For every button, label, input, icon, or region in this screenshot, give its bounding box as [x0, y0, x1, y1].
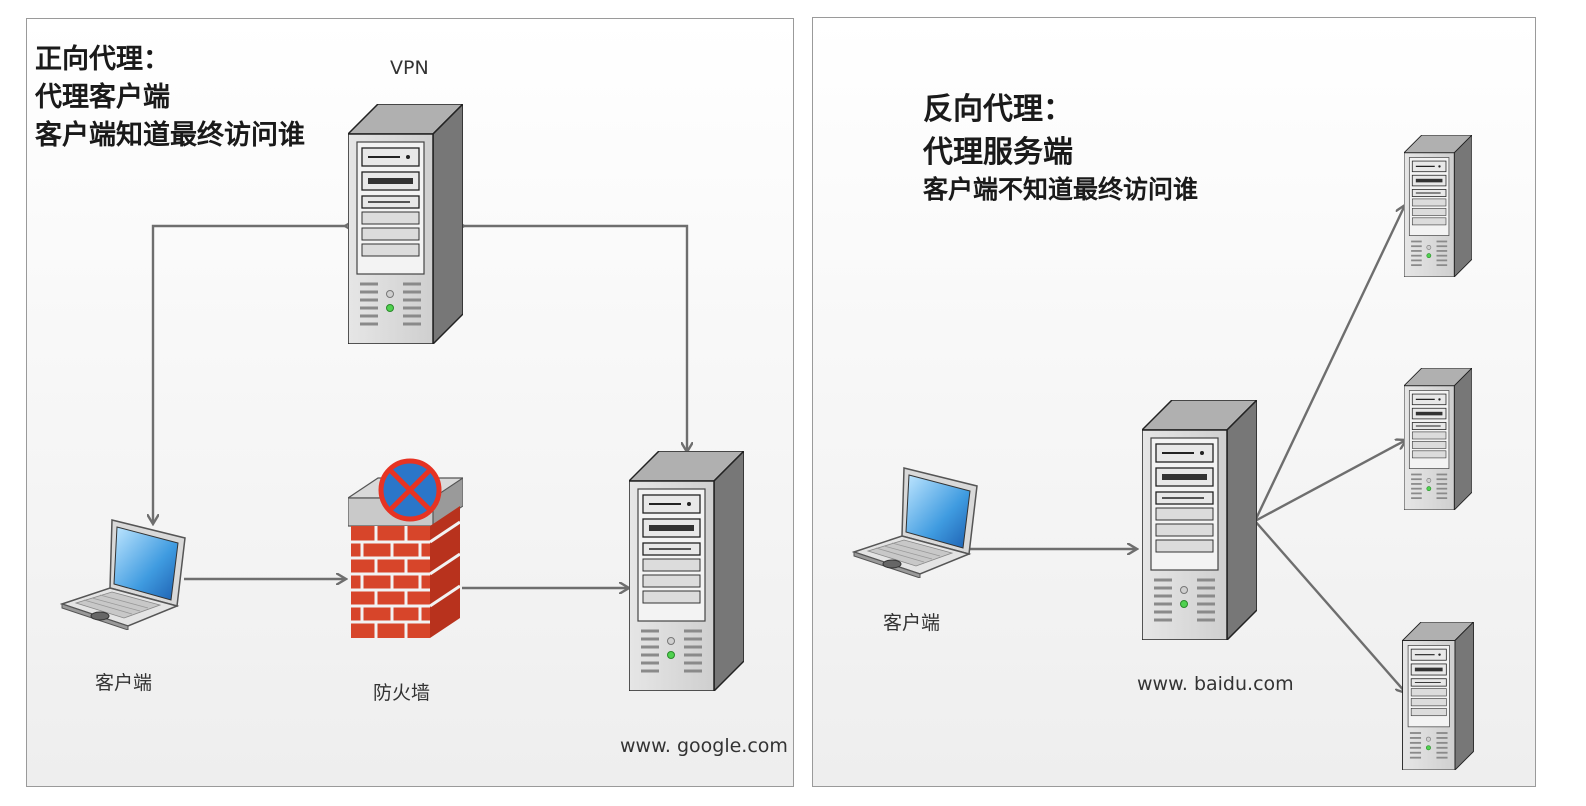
laptop-icon	[61, 519, 186, 630]
server-icon	[1404, 368, 1472, 510]
forward-title: 正向代理：	[35, 44, 170, 75]
forward-client-label: 客户端	[95, 672, 153, 694]
server-icon	[1404, 135, 1472, 277]
reverse-arrows	[970, 205, 1406, 693]
server-icon	[1142, 400, 1257, 640]
reverse-line-2: 客户端不知道最终访问谁	[923, 175, 1199, 204]
firewall-label: 防火墙	[373, 682, 431, 704]
arrow-vpn-to-google	[464, 226, 687, 452]
vpn-label: VPN	[390, 57, 429, 79]
server-icon	[629, 451, 744, 691]
arrow-baidu-to-server-1	[1255, 205, 1405, 521]
arrow-vpn-to-client	[153, 226, 345, 524]
reverse-line-1: 代理服务端	[923, 135, 1073, 170]
forward-arrows	[153, 226, 687, 588]
forward-line-2: 客户端知道最终访问谁	[35, 120, 305, 151]
no-entry-icon	[378, 458, 442, 522]
laptop-icon	[853, 467, 978, 578]
server-icon	[348, 104, 463, 344]
google-label: www. google.com	[620, 735, 788, 757]
forward-line-1: 代理客户端	[35, 82, 170, 113]
reverse-client-label: 客户端	[883, 612, 941, 634]
arrow-baidu-to-server-2	[1255, 440, 1406, 521]
arrow-baidu-to-server-3	[1255, 521, 1406, 693]
baidu-label: www. baidu.com	[1137, 673, 1294, 695]
server-icon	[1402, 622, 1474, 770]
reverse-title: 反向代理：	[923, 92, 1073, 127]
